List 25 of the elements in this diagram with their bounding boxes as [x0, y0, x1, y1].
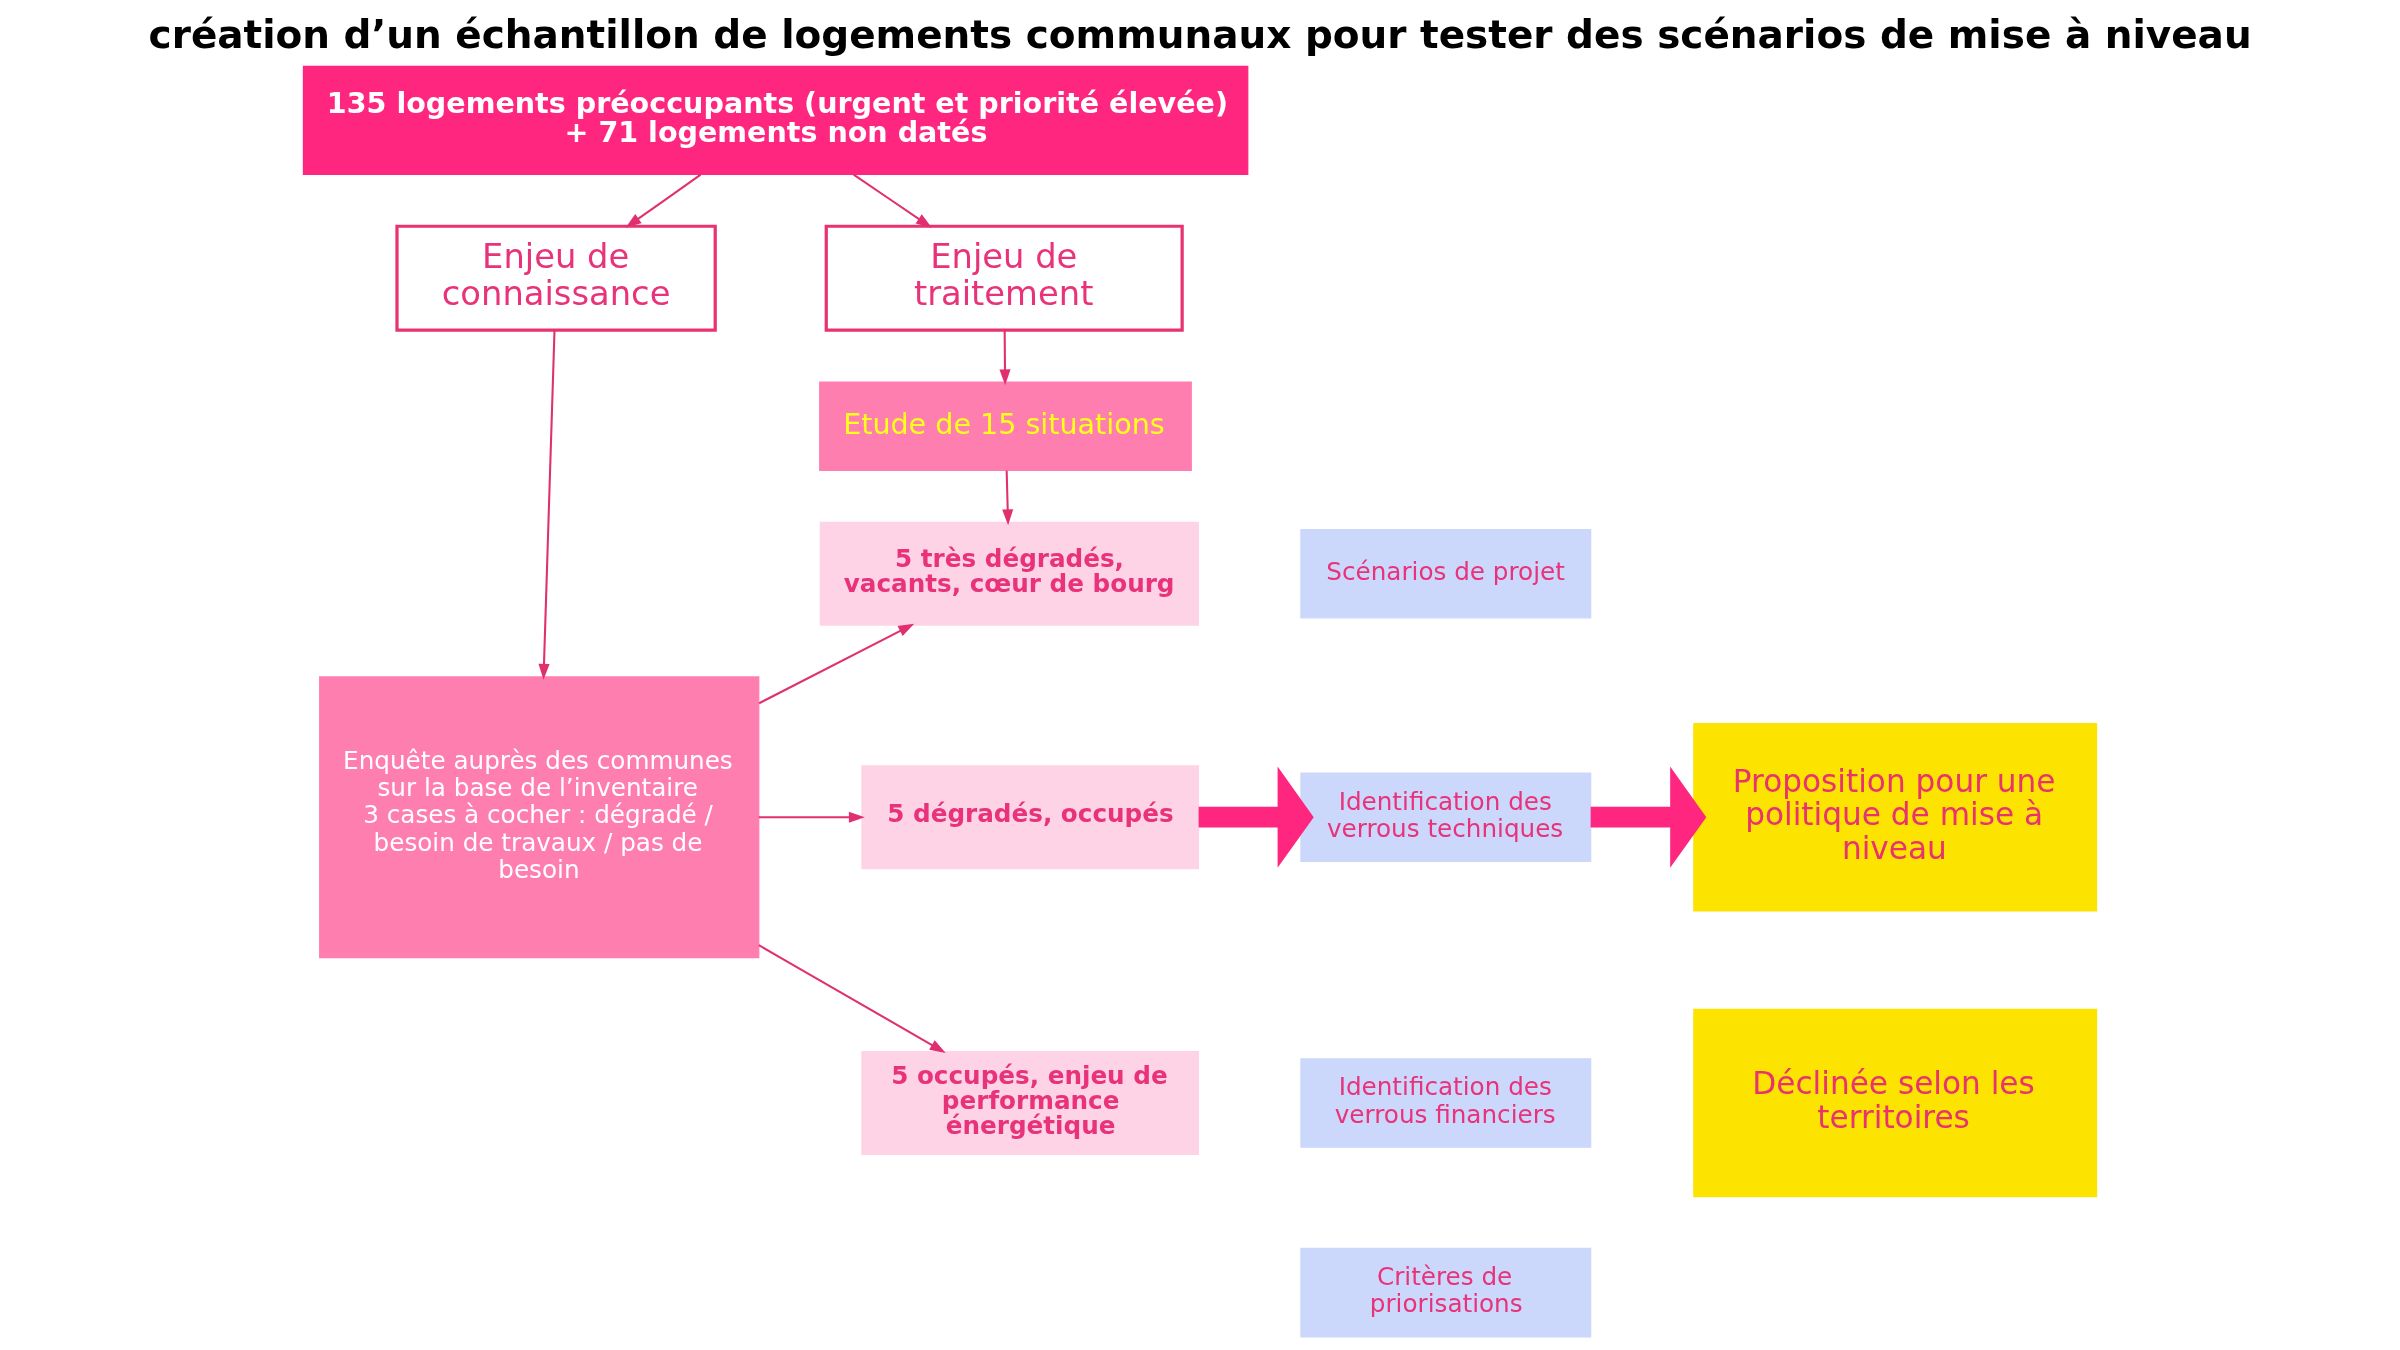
node-box: 5 très dégradés, vacants, cœur de bourg	[819, 521, 1200, 626]
arrow	[1590, 766, 1707, 868]
node-box: Identification des verrous financiers	[1300, 1058, 1592, 1148]
node-box: Identification des verrous techniques	[1300, 772, 1592, 863]
node-box: Critères de priorisations	[1300, 1247, 1592, 1338]
node-box: Etude de 15 situations	[819, 381, 1192, 472]
node-box: 135 logements préoccupants (urgent et priorité élevée) + 71 logements non datés	[302, 65, 1249, 175]
diagram-title: création d’un échantillon de logements communaux pour tester des scénarios de mise à niveau	[148, 12, 2252, 58]
node-box: Scénarios de projet	[1300, 528, 1592, 619]
arrow	[538, 330, 556, 680]
arrow	[758, 944, 946, 1053]
arrow	[1198, 766, 1314, 868]
arrow	[625, 173, 702, 228]
node-box: Enjeu de traitement	[824, 224, 1184, 332]
arrow	[853, 173, 932, 228]
node-box: 5 occupés, enjeu de performance énergétique	[861, 1051, 1200, 1155]
node-box: 5 dégradés, occupés	[861, 765, 1200, 870]
node-box: Déclinée selon les territoires	[1693, 1008, 2098, 1198]
node-box: Enjeu de connaissance	[395, 224, 717, 332]
arrow	[999, 330, 1011, 386]
arrow	[758, 811, 865, 823]
node-box: Proposition pour une politique de mise à niveau	[1693, 723, 2098, 912]
arrow	[758, 623, 915, 705]
arrow	[1002, 470, 1014, 526]
node-box: Enquête auprès des communes sur la base de l’inventaire 3 cases à cocher : dégradé / besoin de travaux / pas de besoin	[319, 676, 760, 959]
